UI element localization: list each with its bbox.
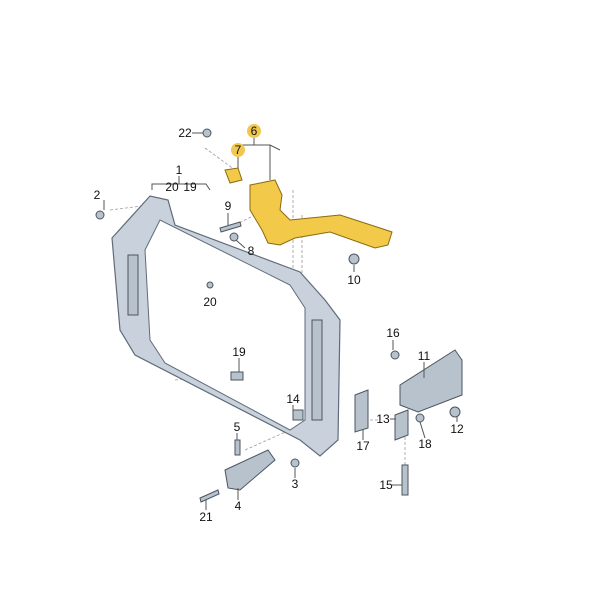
- screw-3: [290, 458, 300, 468]
- callout-highlight-7: [231, 143, 245, 157]
- callout-22[interactable]: 22: [178, 126, 192, 140]
- callout-6[interactable]: 6: [251, 124, 258, 138]
- callout-18[interactable]: 18: [418, 437, 432, 451]
- bolt-2: [95, 210, 105, 220]
- callout-4[interactable]: 4: [235, 499, 242, 513]
- callout-9[interactable]: 9: [225, 199, 232, 213]
- clip-19: [230, 371, 244, 381]
- bolt-15: [401, 464, 409, 496]
- bracket-13: [394, 409, 409, 441]
- callout-12[interactable]: 12: [450, 422, 464, 436]
- callout-3[interactable]: 3: [292, 477, 299, 491]
- clip-14: [292, 409, 304, 421]
- callout-19b[interactable]: 19: [232, 345, 246, 359]
- callout-labels: 22 6 7 1 20 19 2 9 8 10 20 16 11 19 14 1…: [94, 124, 464, 524]
- lock-carrier-part: [224, 167, 393, 249]
- callout-14[interactable]: 14: [286, 392, 300, 406]
- clip-20: [206, 281, 214, 289]
- frame-left-post: [127, 254, 139, 316]
- bolt-5: [234, 439, 241, 456]
- bracket-17: [354, 389, 369, 433]
- callout-11[interactable]: 11: [418, 349, 431, 363]
- callout-21[interactable]: 21: [199, 510, 213, 524]
- callout-2[interactable]: 2: [94, 188, 101, 202]
- front-end-carrier-frame: [111, 195, 341, 457]
- bolt-12: [449, 406, 461, 418]
- callout-16[interactable]: 16: [386, 326, 400, 340]
- callout-20b[interactable]: 20: [203, 295, 217, 309]
- leader-lines: [103, 132, 458, 510]
- bolt-9: [219, 221, 242, 233]
- nut-18: [415, 413, 425, 423]
- fasteners: [95, 128, 463, 503]
- callout-20[interactable]: 20: [165, 180, 179, 194]
- callout-19[interactable]: 19: [183, 180, 197, 194]
- frame-right-post: [311, 319, 323, 421]
- callout-1[interactable]: 1: [176, 163, 183, 177]
- callout-7[interactable]: 7: [235, 143, 242, 157]
- screw-22: [202, 128, 212, 138]
- callout-highlight-6: [247, 124, 261, 138]
- clip-10: [348, 253, 360, 265]
- callout-17[interactable]: 17: [356, 439, 370, 453]
- bracket-4: [224, 449, 276, 491]
- callout-13[interactable]: 13: [376, 412, 390, 426]
- bolt-21: [199, 489, 220, 503]
- callout-10[interactable]: 10: [347, 273, 361, 287]
- screw-16: [390, 350, 400, 360]
- callout-5[interactable]: 5: [234, 420, 241, 434]
- bracket-part-7: [224, 167, 243, 184]
- nut-8: [229, 232, 239, 242]
- callout-15[interactable]: 15: [379, 478, 393, 492]
- callout-8[interactable]: 8: [248, 244, 255, 258]
- bracket-11: [399, 349, 463, 413]
